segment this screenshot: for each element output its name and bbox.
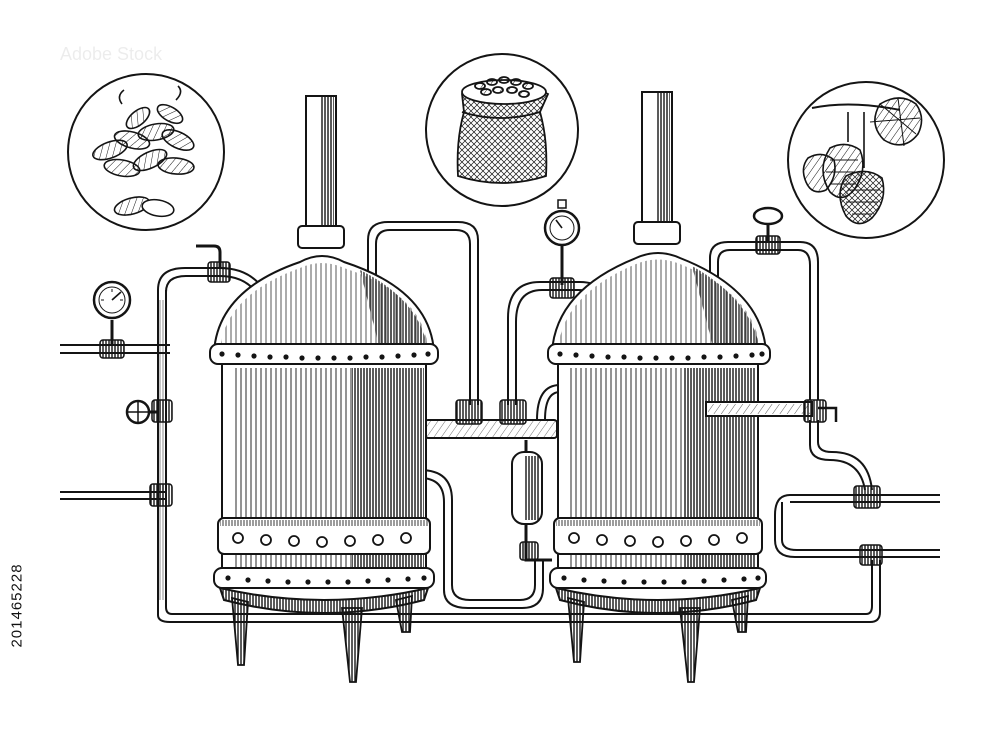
left-faucet bbox=[149, 244, 231, 507]
watermark: Adobe Stock bbox=[60, 44, 163, 64]
center-gauge bbox=[543, 199, 581, 299]
stock-id-label: 201465228 bbox=[4, 500, 30, 710]
left-valve-wheel bbox=[125, 399, 173, 425]
left-gauge bbox=[92, 280, 132, 359]
hops-vignette bbox=[787, 81, 945, 239]
seed-pile-icon bbox=[92, 85, 195, 218]
condenser bbox=[511, 440, 552, 562]
stock-id-text: 201465228 bbox=[8, 562, 26, 648]
watermark-text: Adobe Stock bbox=[60, 44, 163, 64]
right-valve-wheel bbox=[752, 206, 784, 255]
sack-icon bbox=[456, 76, 550, 184]
pipe-joints bbox=[455, 399, 883, 566]
pipe-shading bbox=[159, 300, 556, 600]
pipe-network bbox=[60, 221, 940, 623]
left-still bbox=[209, 95, 439, 683]
almonds-grain-vignette bbox=[67, 73, 225, 231]
right-still bbox=[547, 91, 838, 683]
grain-sack-vignette bbox=[425, 53, 579, 207]
hops-icon bbox=[802, 97, 923, 225]
